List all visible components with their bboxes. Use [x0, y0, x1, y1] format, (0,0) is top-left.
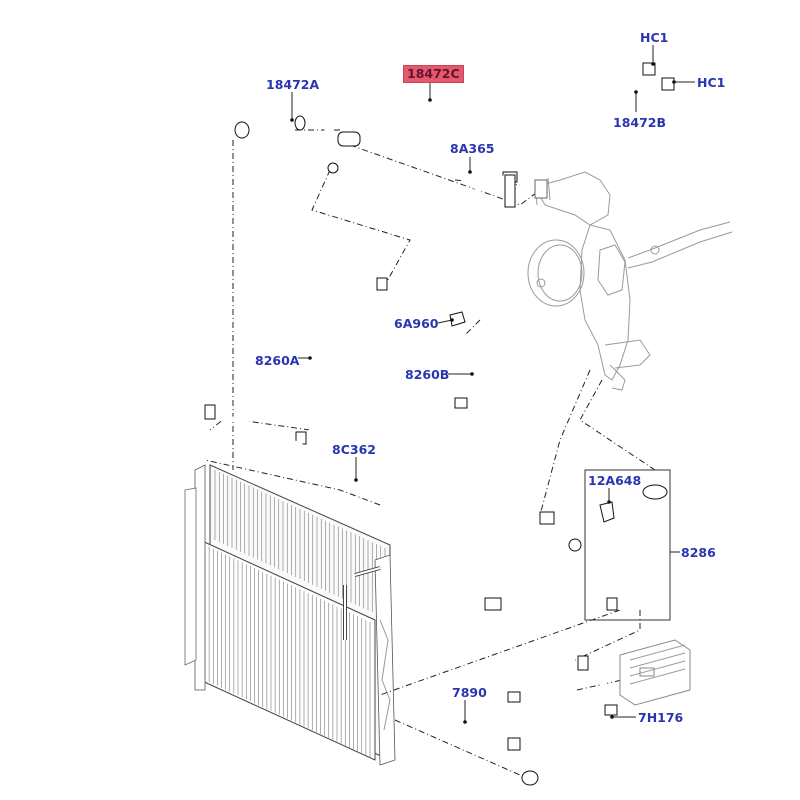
callout-12A648[interactable]: 12A648 — [588, 473, 642, 488]
callout-18472C[interactable]: 18472C — [403, 65, 464, 83]
leader-lines — [290, 45, 695, 724]
pipe-8C362 — [204, 404, 403, 508]
water-pump-housing — [527, 171, 733, 391]
hose-8260A — [295, 277, 390, 445]
callout-18472A[interactable]: 18472A — [266, 77, 320, 92]
hose-8A365 — [458, 168, 548, 208]
oil-cooler — [619, 639, 691, 706]
assembly-dashed-lines — [204, 129, 656, 776]
callout-8286[interactable]: 8286 — [681, 545, 716, 560]
callout-HC1-right[interactable]: HC1 — [697, 75, 726, 90]
callout-6A960[interactable]: 6A960 — [394, 316, 439, 331]
callout-7890[interactable]: 7890 — [452, 685, 487, 700]
hose-7H176 — [561, 655, 629, 759]
callout-18472B[interactable]: 18472B — [613, 115, 667, 130]
hose-8260B — [393, 340, 582, 623]
radiator-fins-lower — [204, 545, 371, 757]
callout-8260A[interactable]: 8260A — [255, 353, 300, 368]
hose-18472C — [318, 90, 518, 183]
callout-8A365[interactable]: 8A365 — [450, 141, 495, 156]
radiator — [184, 464, 396, 766]
hose-7890 — [440, 691, 550, 786]
callout-8C362[interactable]: 8C362 — [332, 442, 376, 457]
group-box-8286 — [584, 469, 671, 621]
callout-HC1-top[interactable]: HC1 — [640, 30, 669, 45]
callout-8260B[interactable]: 8260B — [405, 367, 450, 382]
hose-18472A — [234, 115, 306, 139]
callout-7H176[interactable]: 7H176 — [638, 710, 684, 725]
hose-18472B — [585, 62, 718, 198]
clip-6A960 — [449, 311, 466, 327]
